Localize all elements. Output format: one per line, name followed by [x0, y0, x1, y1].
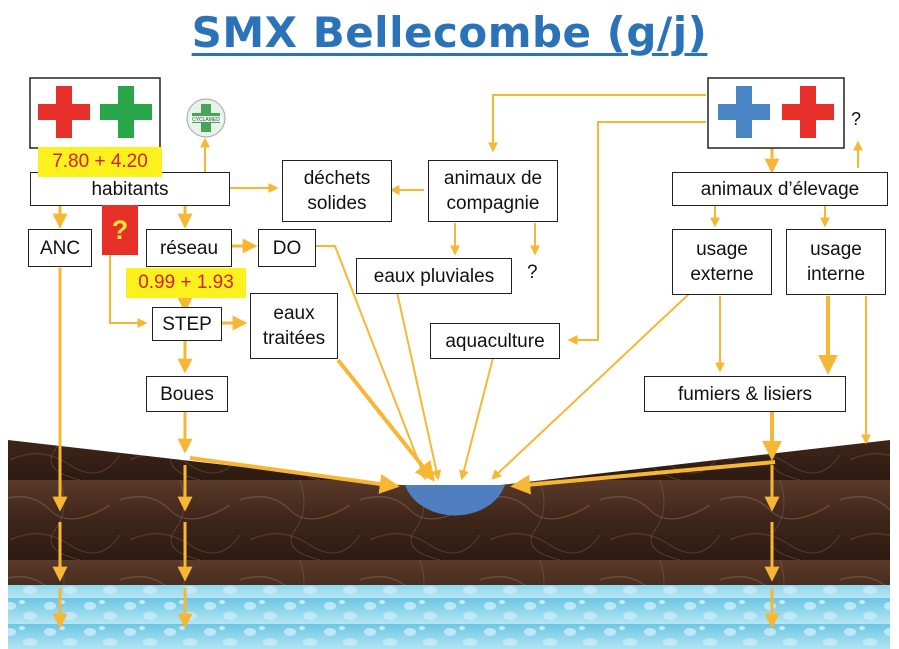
red-cross-icon: [38, 86, 90, 138]
red-cross-icon-right: [782, 86, 834, 138]
unknown-marker: ?: [102, 205, 138, 255]
node-animaux-elevage: animaux d’élevage: [672, 172, 888, 206]
node-step: STEP: [152, 307, 222, 341]
node-usage-externe: usage externe: [672, 229, 772, 295]
flow-arrows: [52, 94, 871, 629]
node-boues: Boues: [146, 376, 228, 412]
water-body: [405, 485, 505, 516]
node-eaux-traitees: eaux traitées: [250, 293, 338, 359]
svg-text:CYCLAMED: CYCLAMED: [192, 117, 220, 123]
node-animaux-compagnie: animaux de compagnie: [428, 160, 558, 222]
habitants-value: 7.80 + 4.20: [38, 147, 162, 177]
node-do: DO: [258, 229, 316, 267]
unknown-pluviales: ?: [527, 262, 538, 283]
cyclamed-icon: CYCLAMED: [186, 98, 226, 138]
node-anc: ANC: [28, 229, 92, 267]
node-dechets-solides: déchets solides: [282, 160, 392, 222]
page-title: SMX Bellecombe (g/j): [191, 8, 708, 57]
green-cross-icon: [100, 86, 152, 138]
unknown-elevage: ?: [851, 109, 862, 129]
node-reseau: réseau: [146, 229, 232, 267]
node-fumiers-lisiers: fumiers & lisiers: [644, 376, 846, 412]
node-usage-interne: usage interne: [786, 229, 886, 295]
node-aquaculture: aquaculture: [430, 323, 560, 359]
blue-cross-icon: [718, 86, 770, 138]
reseau-value: 0.99 + 1.93: [126, 268, 246, 298]
node-habitants: habitants: [30, 172, 230, 206]
node-eaux-pluviales: eaux pluviales: [356, 258, 512, 294]
aquifer-layer: [8, 585, 890, 649]
